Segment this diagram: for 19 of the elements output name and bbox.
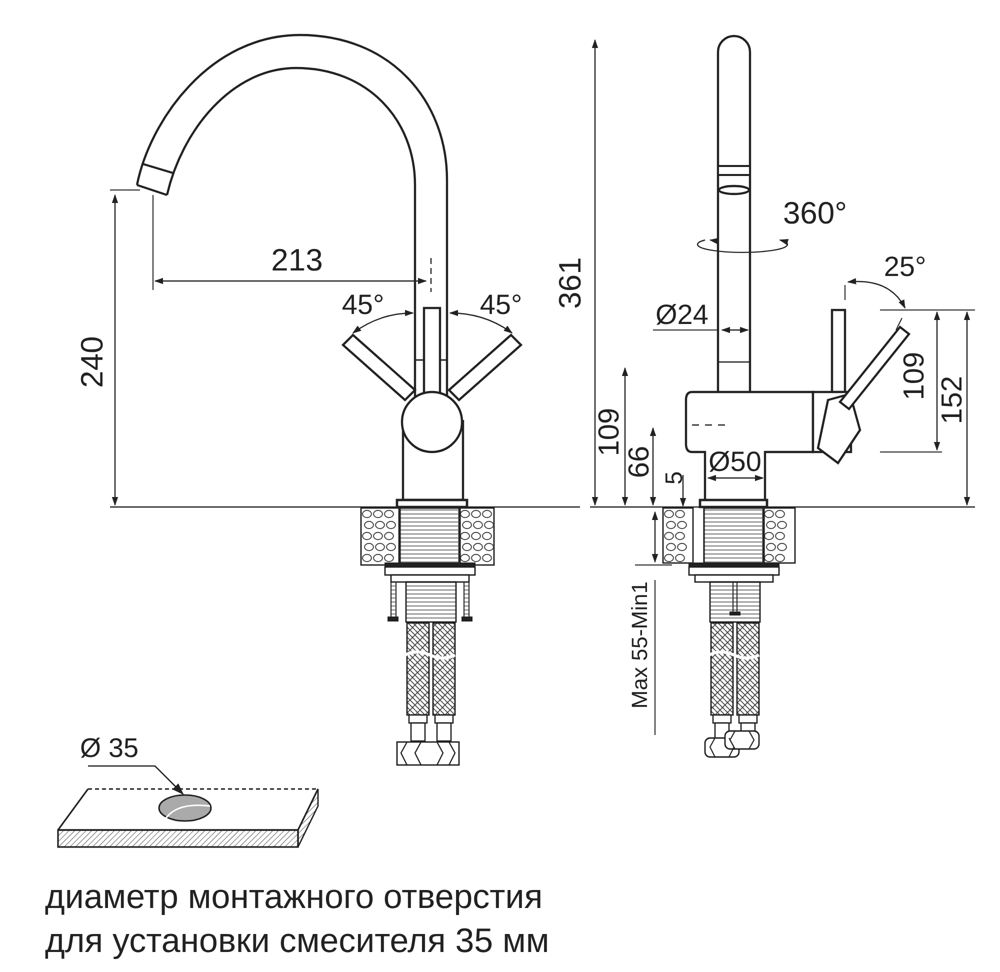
dimension-label: Ø50 <box>708 448 762 476</box>
dimension-label: Max 55-Min1 <box>629 581 651 709</box>
leader-line <box>88 765 184 795</box>
dimension-label: 5 <box>663 471 687 485</box>
dimension-label: Ø 35 <box>80 730 156 766</box>
dimension-label: 240 <box>76 336 108 388</box>
dimension-label: 360° <box>782 198 848 228</box>
dimension-label: 152 <box>938 376 968 424</box>
dimension-label: 213 <box>271 244 323 276</box>
dimension-label: 109 <box>900 352 930 400</box>
mounting-hole <box>158 794 212 822</box>
dimension-label: Ø24 <box>656 301 708 329</box>
caption: диаметр монтажного отверстия для установки смесителя 35 мм <box>45 877 550 962</box>
dimension-label: 109 <box>596 408 624 456</box>
dimension-label: 66 <box>626 446 654 478</box>
dimension-label: 45° <box>342 291 384 319</box>
dimension-label: 45° <box>480 291 522 319</box>
dimension-label: 25° <box>884 253 926 281</box>
dimension-label: 361 <box>554 257 586 309</box>
